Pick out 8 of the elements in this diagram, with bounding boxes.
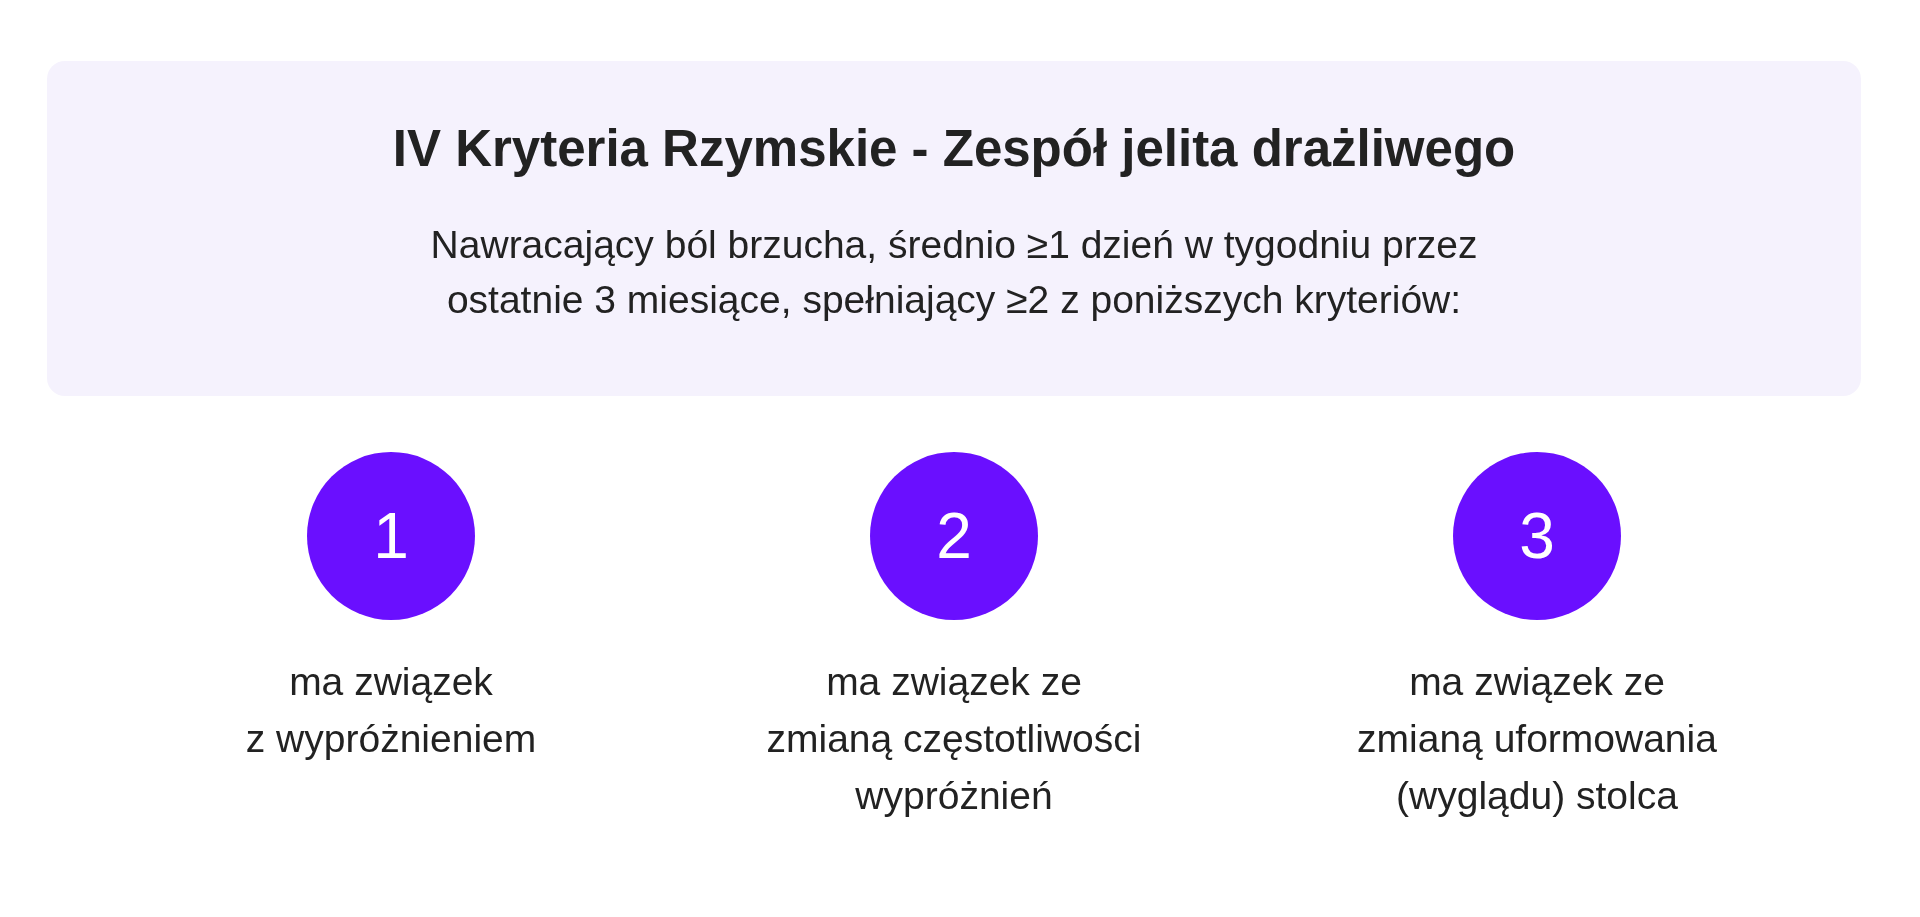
criterion-text: ma związek ze zmianą uformowania (wyglądu) stolca — [1357, 659, 1717, 819]
description-text: Nawracający ból brzucha, średnio ≥1 dzień w tygodniu przez ostatnie 3 miesiące, spełniający ≥2 z poniższych kryteriów: — [430, 222, 1478, 323]
criterion-text: ma związek ze zmianą częstotliwości wypróżnień — [766, 659, 1142, 819]
step-number: 1 — [373, 504, 409, 568]
step-number: 3 — [1519, 504, 1555, 568]
step-number: 2 — [936, 504, 972, 568]
heading: IV Kryteria Rzymskie - Zespół jelita drażliwego — [392, 119, 1516, 179]
criterion-text: ma związek z wypróżnieniem — [245, 659, 537, 762]
